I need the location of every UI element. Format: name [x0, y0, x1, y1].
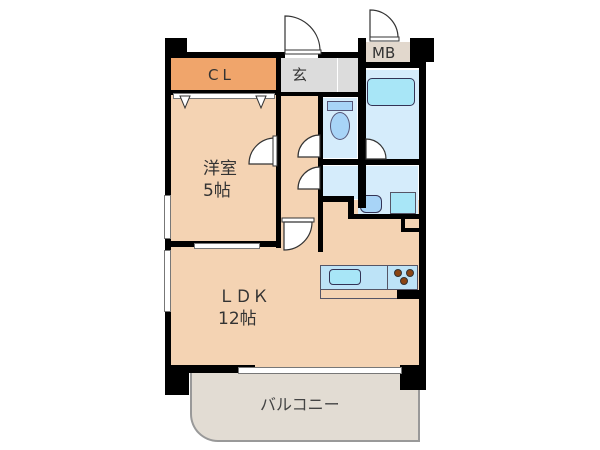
- western-room-size: 5帖: [203, 181, 231, 201]
- meter-box-door-icon: [369, 9, 400, 42]
- toilet-bowl: [330, 112, 350, 140]
- balcony: [190, 372, 420, 442]
- wall: [348, 214, 420, 219]
- entrance-door-icon: [284, 15, 322, 55]
- closet-door-swing-icon: [179, 95, 267, 110]
- wall: [348, 196, 354, 218]
- wall: [400, 365, 426, 390]
- wall: [401, 228, 421, 232]
- wall: [401, 219, 405, 231]
- stove-burner-icon: [400, 277, 408, 285]
- wall: [165, 52, 285, 58]
- ldk-label: ＬＤＫ: [218, 287, 269, 307]
- ldk-floor: [170, 245, 420, 370]
- western-room-floor: [170, 95, 280, 245]
- entrance-label: 玄: [292, 66, 308, 84]
- toilet-tank: [327, 101, 353, 111]
- closet-label: CL: [208, 66, 235, 84]
- washing-machine: [390, 192, 416, 214]
- closet: [170, 58, 277, 91]
- wall: [318, 159, 422, 165]
- balcony-label: バルコニー: [260, 395, 340, 414]
- wall: [318, 92, 362, 97]
- wall: [165, 90, 281, 95]
- meter-box-label: MB: [372, 44, 396, 62]
- bedroom-door-icon: [248, 135, 278, 167]
- sliding-door-window: [238, 367, 402, 374]
- window: [194, 243, 260, 249]
- stove-divider: [387, 265, 388, 290]
- washroom-door-icon: [297, 166, 321, 190]
- wall: [165, 365, 255, 373]
- bathtub: [367, 78, 415, 106]
- ldk-size: 12帖: [218, 309, 257, 329]
- bathroom-door-icon: [365, 138, 387, 160]
- wall: [276, 58, 281, 248]
- stove-burner-icon: [394, 269, 402, 277]
- window: [164, 250, 171, 312]
- meter-box: [365, 42, 417, 62]
- closet-door: [173, 93, 275, 99]
- kitchen-sink: [329, 269, 361, 285]
- wall: [358, 38, 366, 208]
- ldk-door-icon: [281, 217, 315, 251]
- entrance-step: [338, 58, 358, 95]
- western-room-label: 洋室: [203, 159, 237, 179]
- entrance: [281, 58, 337, 95]
- wall: [397, 290, 421, 299]
- stove-burner-icon: [406, 269, 414, 277]
- wall: [419, 58, 426, 388]
- toilet-door-icon: [297, 134, 321, 158]
- window: [164, 195, 171, 239]
- wall: [358, 62, 419, 68]
- wall: [318, 196, 350, 202]
- wall: [281, 92, 321, 96]
- wall: [318, 52, 366, 58]
